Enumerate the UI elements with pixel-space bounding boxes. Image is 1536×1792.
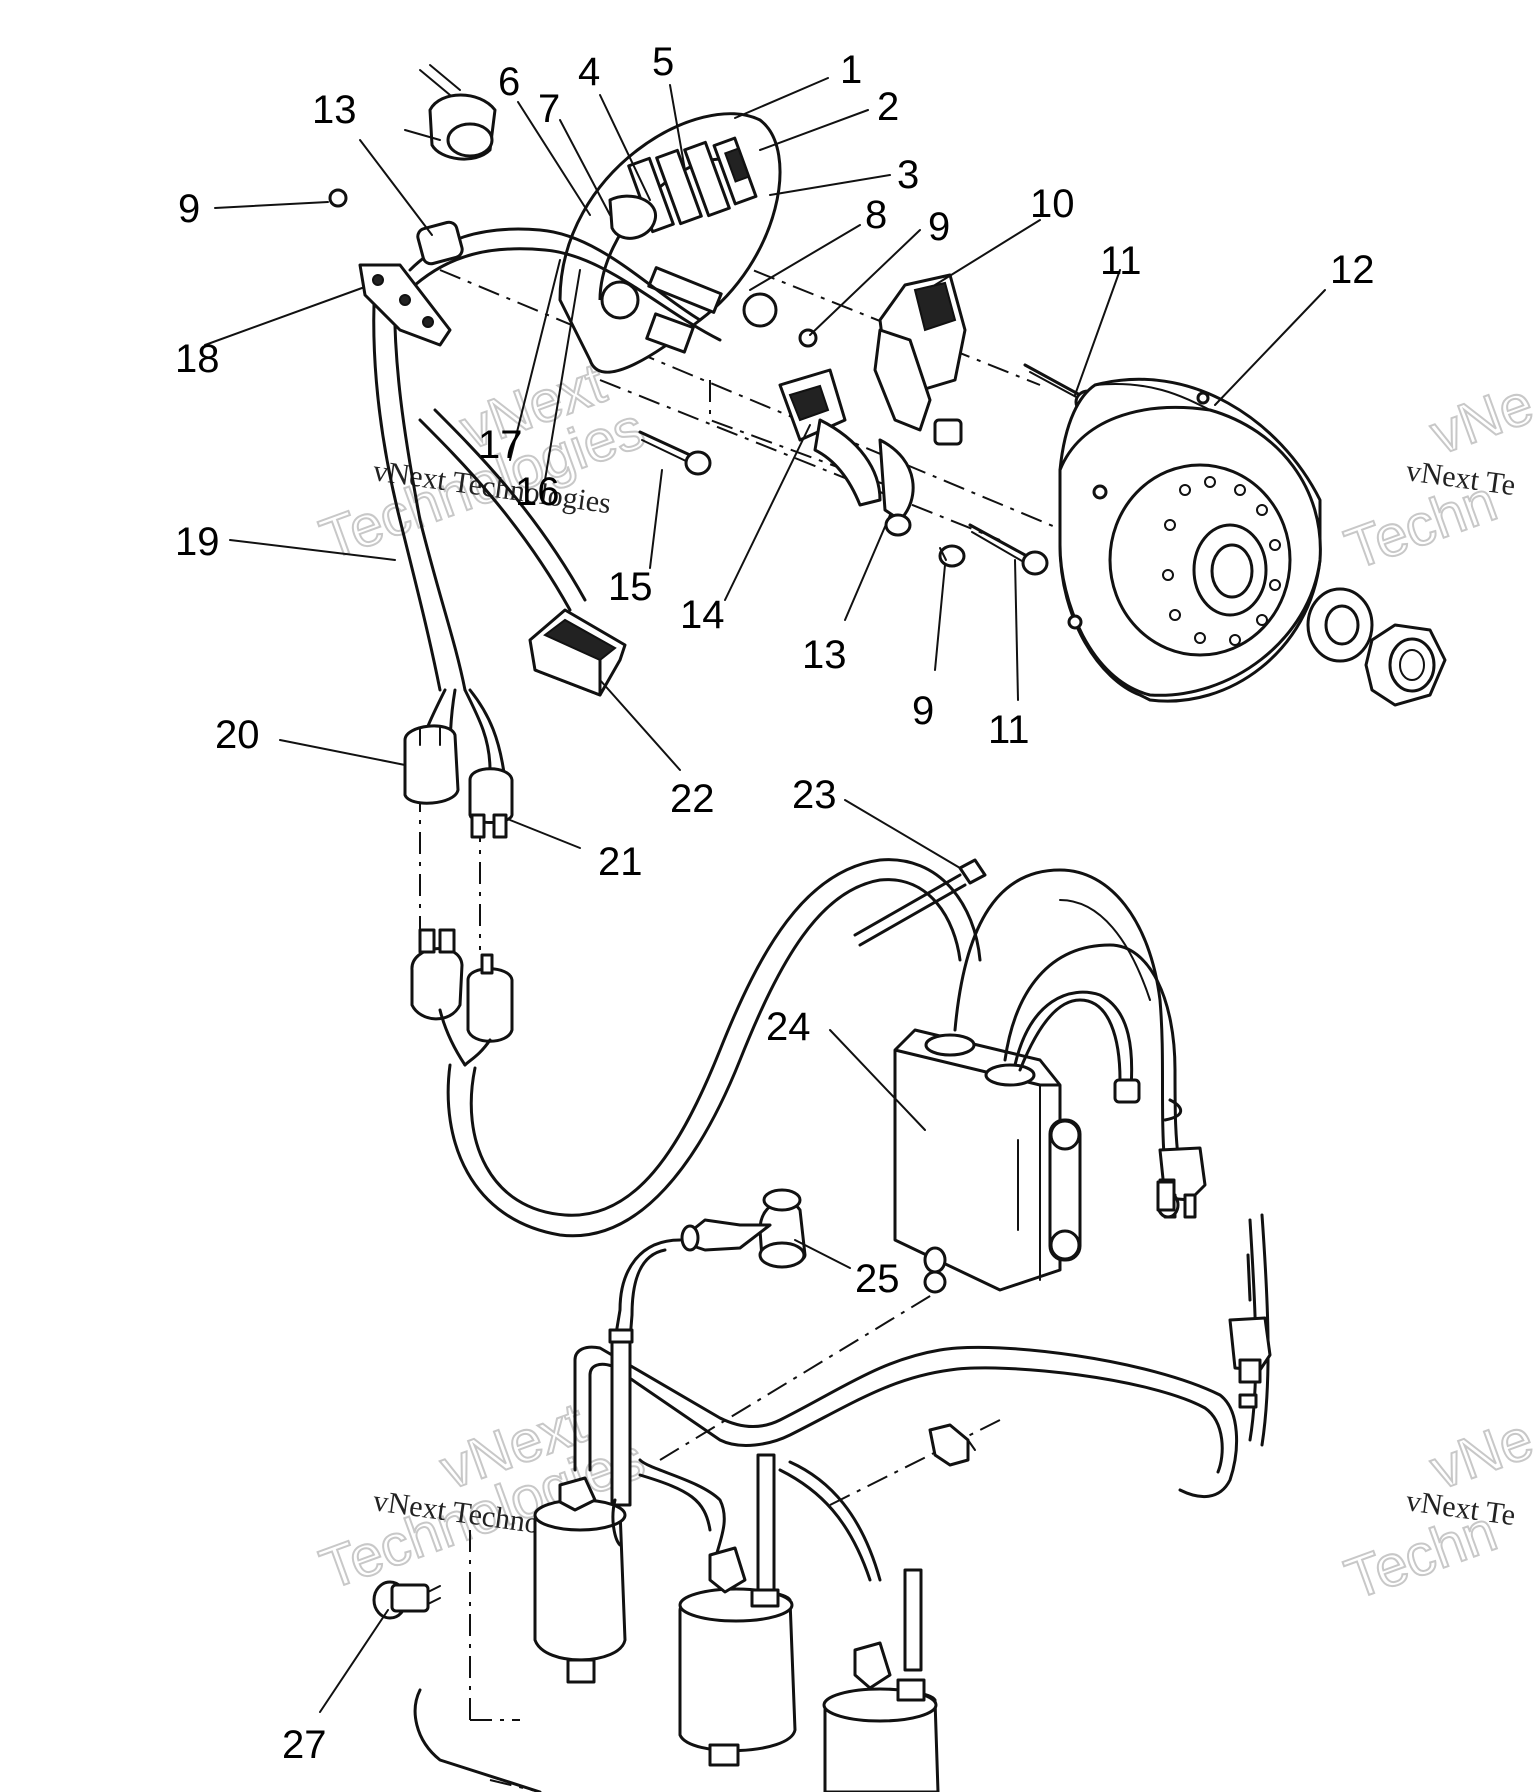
callout-17: 17 xyxy=(478,423,523,467)
callout-14: 14 xyxy=(680,593,725,637)
ignition-coil-harness xyxy=(573,1213,1272,1582)
callout-23: 23 xyxy=(792,773,837,817)
flywheel-holes xyxy=(1162,476,1281,646)
leader-lines xyxy=(204,77,1326,1713)
callouts: 1 2 3 4 5 6 7 8 9 9 9 10 11 11 12 13 13 … xyxy=(175,40,1375,1767)
callout-27: 27 xyxy=(282,1723,327,1767)
callout-13-bottom: 13 xyxy=(802,633,847,677)
watermark-brand-right: vNe xyxy=(1422,371,1536,467)
callout-15: 15 xyxy=(608,565,653,609)
pulser-coil-10 xyxy=(873,273,967,446)
connector-20 xyxy=(403,724,460,805)
callout-24: 24 xyxy=(766,1005,811,1049)
callout-18: 18 xyxy=(175,337,220,381)
callout-25: 25 xyxy=(855,1257,900,1301)
callout-1: 1 xyxy=(840,48,862,92)
harness-clamp xyxy=(416,220,464,266)
washer xyxy=(1306,587,1374,663)
stator-plate-assembly xyxy=(558,112,782,374)
callout-9-bottom: 9 xyxy=(912,689,934,733)
cdi-box-24 xyxy=(893,1028,1082,1292)
screw-9-bottom xyxy=(938,544,966,568)
callout-20: 20 xyxy=(215,713,260,757)
bracket-clip xyxy=(928,1423,976,1467)
regulator-22 xyxy=(528,608,627,697)
callout-9-middle: 9 xyxy=(928,205,950,249)
callout-19: 19 xyxy=(175,520,220,564)
ignition-coil-1 xyxy=(533,1328,634,1684)
callout-8: 8 xyxy=(865,193,887,237)
screw-9-top xyxy=(328,188,348,208)
callout-5: 5 xyxy=(652,40,674,84)
callout-12: 12 xyxy=(1330,248,1375,292)
flywheel-12 xyxy=(1058,377,1322,703)
bolt-11-lower xyxy=(968,523,1049,576)
terminal-block-18 xyxy=(358,263,452,347)
callout-21: 21 xyxy=(598,840,643,884)
callout-13-top: 13 xyxy=(312,88,357,132)
callout-9-left: 9 xyxy=(178,187,200,231)
callout-11-lower: 11 xyxy=(988,708,1030,752)
ignition-coil-3 xyxy=(822,1568,940,1792)
part-27-bolt xyxy=(372,1580,441,1620)
callout-16: 16 xyxy=(515,470,560,514)
main-cable xyxy=(438,858,982,1238)
mating-connector-left xyxy=(410,928,464,1021)
cdi-bottom-screw xyxy=(923,1270,947,1294)
cable-tie-23 xyxy=(853,858,987,947)
callout-4: 4 xyxy=(578,50,600,94)
lower-mount-curve xyxy=(413,1688,542,1792)
cdi-ground-lead xyxy=(1156,1098,1183,1212)
callout-2: 2 xyxy=(877,85,899,129)
mating-connector-right xyxy=(466,953,514,1043)
spark-plug-cap-25 xyxy=(613,1188,807,1342)
callout-10: 10 xyxy=(1030,182,1075,226)
callout-7: 7 xyxy=(538,87,560,131)
coil-14 xyxy=(778,368,915,537)
callout-11-upper: 11 xyxy=(1100,239,1142,283)
callout-6: 6 xyxy=(498,60,520,104)
callout-22: 22 xyxy=(670,777,715,821)
callout-3: 3 xyxy=(897,153,919,197)
bolt-15 xyxy=(638,430,712,476)
grommet-part-6 xyxy=(404,64,497,161)
connector-21 xyxy=(468,767,514,839)
flywheel-nut xyxy=(1364,623,1447,707)
ignition-coil-2 xyxy=(678,1453,797,1767)
